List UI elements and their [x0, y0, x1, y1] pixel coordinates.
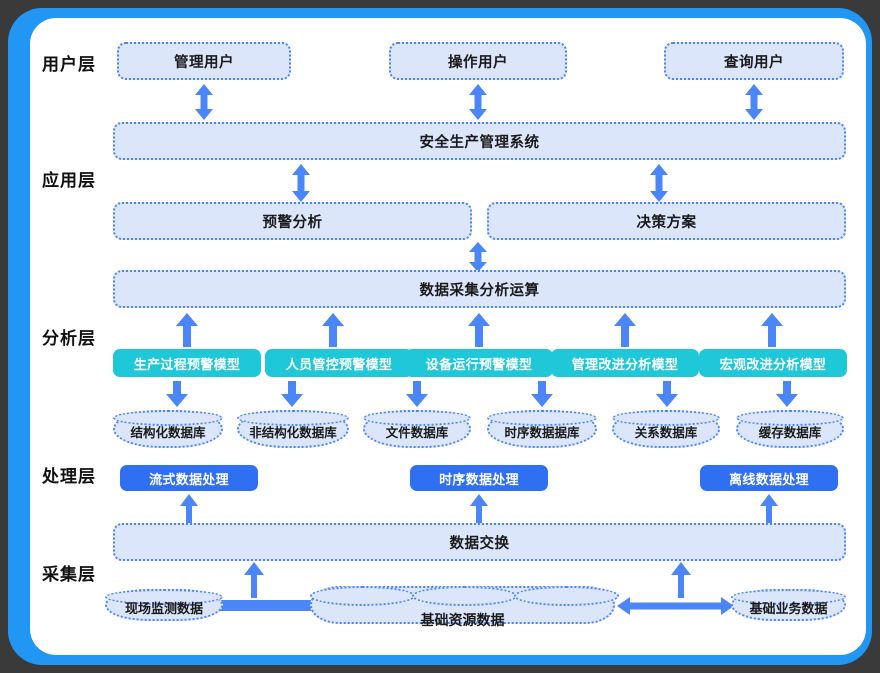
source-label: 现场监测数据: [124, 601, 203, 616]
source-label: 基础业务数据: [749, 601, 828, 616]
cylinder-cap: [310, 586, 415, 606]
process-chip-streaming[interactable]: 流式数据处理: [120, 465, 258, 491]
arrow-down-db-3: [405, 381, 429, 407]
app-box-warning-analysis[interactable]: 预警分析: [113, 202, 472, 240]
compute-box[interactable]: 数据采集分析运算: [113, 270, 846, 308]
database-label: 文件数据库: [385, 426, 449, 440]
user-box-admin[interactable]: 管理用户: [117, 42, 291, 80]
model-chip-management-improvement[interactable]: 管理改进分析模型: [551, 349, 699, 377]
arrow-up-model-4: [613, 313, 637, 347]
model-chip-production-process[interactable]: 生产过程预警模型: [113, 349, 261, 377]
system-box[interactable]: 安全生产管理系统: [113, 122, 846, 160]
data-exchange-box[interactable]: 数据交换: [113, 523, 846, 561]
arrow-up-model-2: [321, 313, 345, 347]
cylinder-cap: [612, 410, 720, 426]
cylinder-cap: [514, 586, 619, 606]
cylinder-cap: [736, 410, 844, 426]
source-basic-resource[interactable]: 基础资源数据: [310, 586, 619, 628]
cylinder-cap: [363, 410, 471, 426]
arrow-bidirectional-admin: [193, 84, 215, 120]
arrow-up-model-1: [175, 313, 199, 347]
arrow-down-db-2: [280, 381, 304, 407]
database-unstructured[interactable]: 非结构化数据库: [237, 410, 349, 448]
arrow-up-source-left: [243, 562, 265, 598]
layer-label-analysis: 分析层: [42, 329, 96, 348]
user-box-query[interactable]: 查询用户: [664, 42, 844, 80]
cylinder-cap: [412, 586, 517, 606]
layer-label-application: 应用层: [42, 171, 96, 190]
database-label: 时序数据据库: [504, 426, 580, 440]
model-chip-personnel-control[interactable]: 人员管控预警模型: [265, 349, 413, 377]
app-box-decision-plan[interactable]: 决策方案: [487, 202, 846, 240]
user-box-operator[interactable]: 操作用户: [389, 42, 567, 80]
cylinder-cap: [731, 589, 846, 605]
layer-label-collection: 采集层: [42, 565, 96, 584]
arrow-up-model-5: [760, 313, 784, 347]
process-chip-timeseries[interactable]: 时序数据处理: [410, 465, 548, 491]
arrow-bidirectional-resource-business: [617, 595, 734, 617]
process-chip-offline[interactable]: 离线数据处理: [700, 465, 838, 491]
database-label: 关系数据库: [634, 426, 698, 440]
arrow-up-source-right: [670, 562, 692, 598]
layer-label-user: 用户层: [42, 55, 96, 74]
arrow-down-db-5: [655, 381, 679, 407]
arrow-up-process-2: [469, 494, 489, 524]
arrow-up-process-1: [179, 494, 199, 524]
cylinder-cap: [237, 410, 349, 426]
connector-left-bar: [218, 600, 323, 611]
model-chip-equipment-operation[interactable]: 设备运行预警模型: [405, 349, 553, 377]
source-basic-business[interactable]: 基础业务数据: [731, 589, 846, 621]
database-cache[interactable]: 缓存数据库: [736, 410, 844, 448]
arrow-bidirectional-query: [743, 84, 765, 120]
arrow-bidirectional-decision-plan: [648, 164, 670, 202]
cylinder-cap: [113, 410, 223, 426]
arrow-up-model-3: [467, 313, 491, 347]
database-timeseries[interactable]: 时序数据据库: [487, 410, 597, 448]
database-label: 非结构化数据库: [249, 426, 337, 440]
cylinder-cap: [487, 410, 597, 426]
cylinder-cap: [105, 589, 223, 605]
arrow-up-process-3: [759, 494, 779, 524]
database-label: 缓存数据库: [758, 426, 822, 440]
source-label: 基础资源数据: [420, 612, 505, 628]
source-field-monitoring[interactable]: 现场监测数据: [105, 589, 223, 621]
arrow-down-db-1: [165, 381, 189, 407]
model-chip-macro-improvement[interactable]: 宏观改进分析模型: [699, 349, 847, 377]
database-relational[interactable]: 关系数据库: [612, 410, 720, 448]
arrow-down-db-4: [530, 381, 554, 407]
arrow-bidirectional-warning-analysis: [290, 164, 312, 202]
arrow-bidirectional-app-compute: [467, 242, 489, 272]
database-structured[interactable]: 结构化数据库: [113, 410, 223, 448]
database-file[interactable]: 文件数据库: [363, 410, 471, 448]
layer-label-processing: 处理层: [42, 467, 96, 486]
arrow-down-db-6: [775, 381, 799, 407]
arrow-bidirectional-operator: [467, 84, 489, 120]
database-label: 结构化数据库: [130, 426, 206, 440]
